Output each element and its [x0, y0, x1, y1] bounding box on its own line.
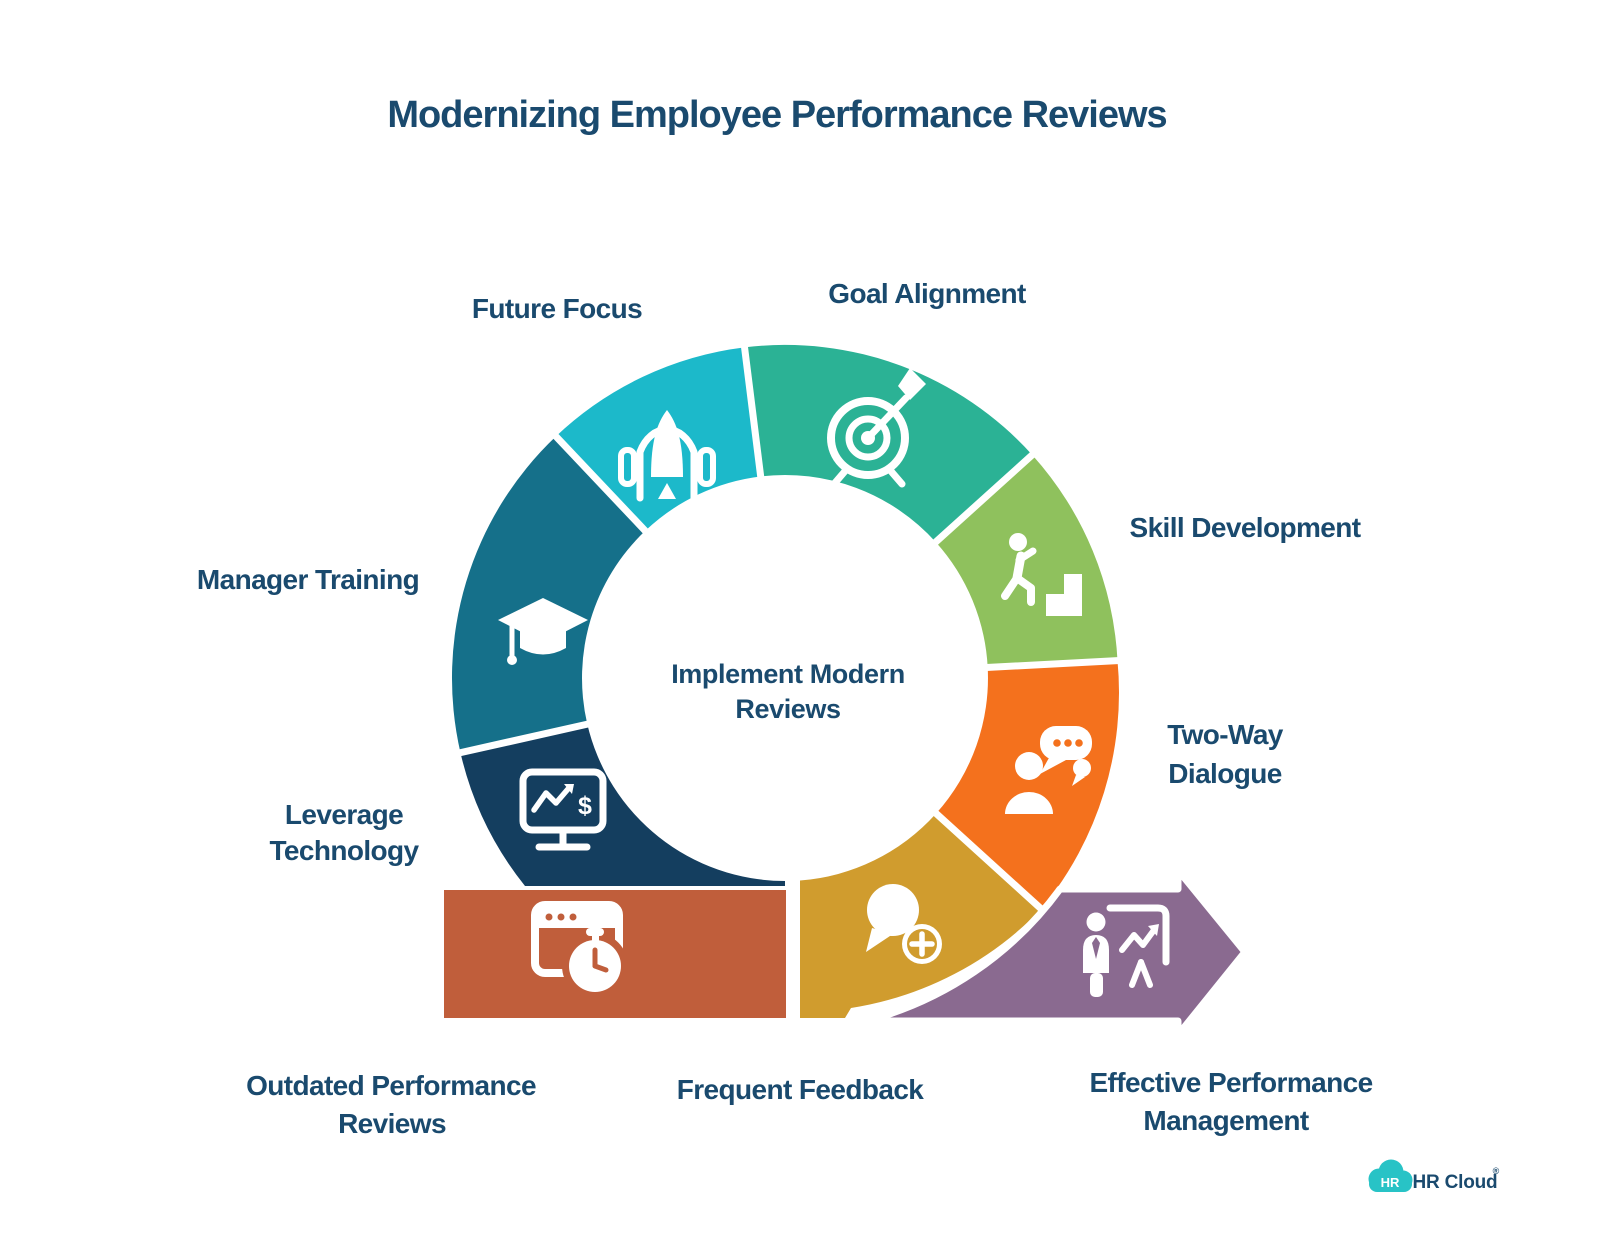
dollar-glyph: $ [578, 792, 592, 820]
logo-badge-text: HR [1381, 1175, 1400, 1190]
person-climbing-stairs-icon [1001, 533, 1082, 616]
label-manager-training: Manager Training [197, 564, 419, 595]
label-two-way-line1: Two-Way [1167, 719, 1284, 750]
cloud-icon [1368, 1159, 1413, 1192]
segment-frequent-feedback [800, 813, 1042, 1018]
hr-cloud-logo: HR HR Cloud ® [1368, 1159, 1500, 1193]
segment-leverage-technology [460, 723, 785, 886]
label-effective-line1: Effective Performance [1089, 1067, 1372, 1098]
chat-plus-icon [866, 884, 942, 964]
center-label-line1: Implement Modern [671, 659, 905, 689]
logo-name: HR Cloud [1413, 1172, 1498, 1193]
target-arrow-icon [827, 368, 926, 488]
segment-manager-training [451, 436, 646, 753]
presenter-chart-icon [1083, 904, 1170, 997]
rocket-icon [618, 410, 716, 502]
page-title: Modernizing Employee Performance Reviews [387, 94, 1166, 136]
label-outdated-line2: Reviews [338, 1108, 446, 1139]
monitor-chart-icon: $ [519, 768, 607, 851]
divider [739, 331, 766, 491]
label-effective-line2: Management [1143, 1105, 1308, 1136]
divider [973, 656, 1133, 672]
browser-stopwatch-icon [531, 901, 628, 999]
divider [924, 443, 1045, 553]
label-goal-alignment: Goal Alignment [828, 278, 1026, 309]
logo-trademark: ® [1493, 1166, 1500, 1176]
label-frequent-feedback: Frequent Feedback [677, 1074, 925, 1105]
label-outdated-line1: Outdated Performance [246, 1070, 536, 1101]
segment-dividers [446, 331, 1133, 920]
label-leverage-line1: Leverage [285, 799, 403, 830]
divider [446, 718, 601, 759]
label-two-way-line2: Dialogue [1168, 758, 1281, 789]
segment-two-way-dialogue [935, 660, 1120, 909]
divider [925, 803, 1053, 920]
person-speech-bubble-icon [1005, 726, 1092, 814]
center-label-line2: Reviews [735, 694, 840, 724]
graduation-cap-icon [498, 598, 588, 665]
divider [544, 424, 656, 542]
label-skill-development: Skill Development [1130, 512, 1361, 543]
label-leverage-line2: Technology [269, 835, 419, 866]
label-future-focus: Future Focus [472, 293, 642, 324]
